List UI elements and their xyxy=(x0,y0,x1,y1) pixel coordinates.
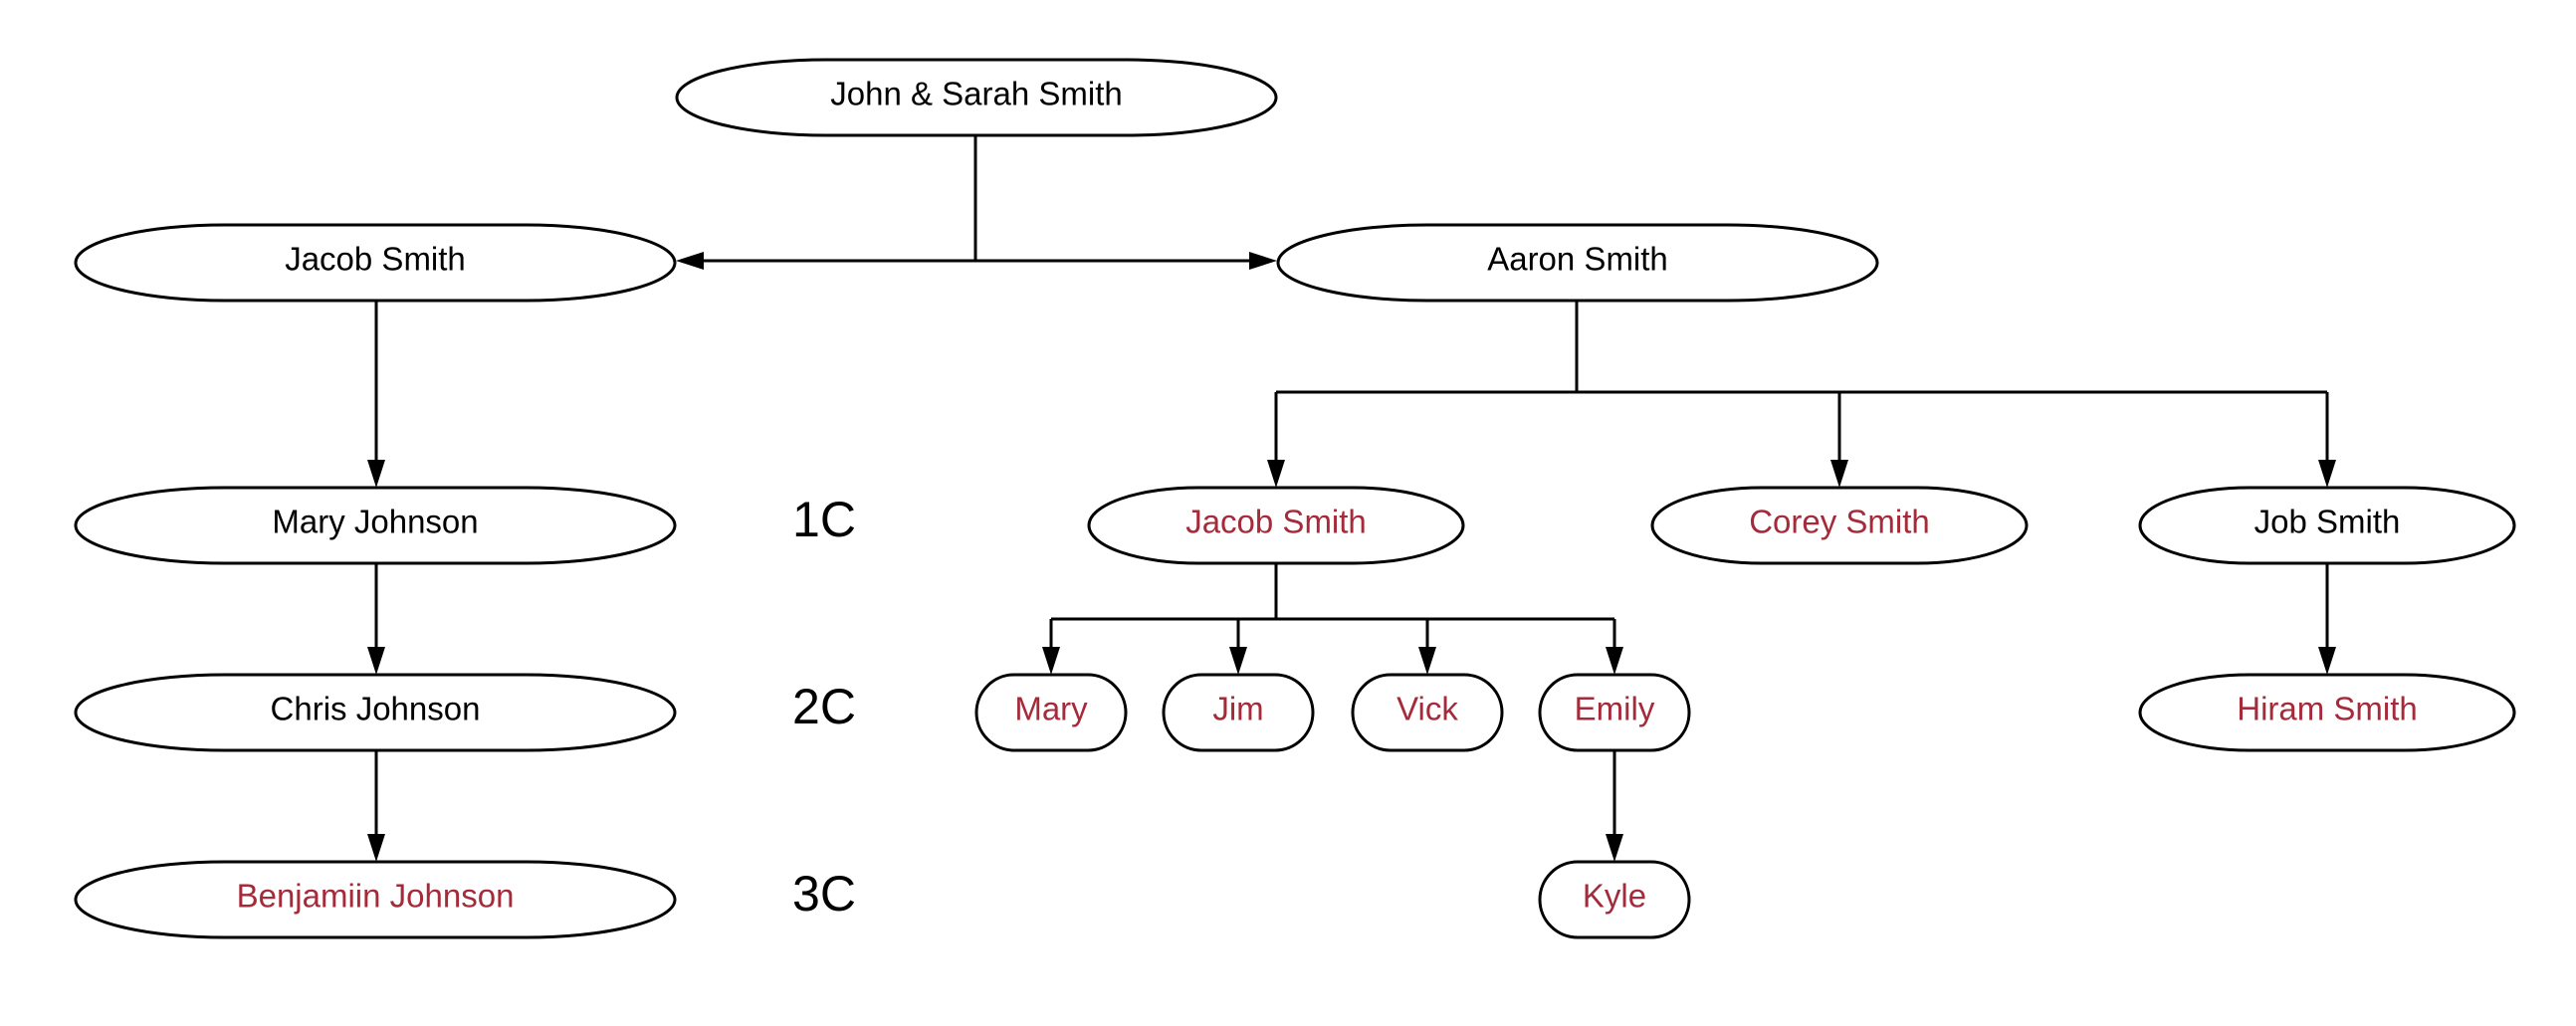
node-label: Mary xyxy=(1014,691,1088,727)
node-label: Vick xyxy=(1396,691,1458,727)
node-label: Job Smith xyxy=(2254,504,2401,540)
node-label: John & Sarah Smith xyxy=(830,76,1123,112)
node-mary: Mary xyxy=(974,673,1128,752)
arrowhead-to-kyle xyxy=(1606,834,1623,862)
node-vick: Vick xyxy=(1351,673,1504,752)
node-label: Mary Johnson xyxy=(272,504,478,540)
generation-label-1c: 1C xyxy=(792,492,856,547)
arrowhead-to-benjamin-johnson xyxy=(367,834,385,862)
node-chris-johnson: Chris Johnson xyxy=(74,673,677,752)
node-john-sarah-smith: John & Sarah Smith xyxy=(675,58,1278,137)
arrowhead-to-aaron xyxy=(1249,252,1277,270)
generation-label-2c: 2C xyxy=(792,679,856,734)
arrowhead-to-job xyxy=(2318,460,2336,488)
arrowhead-to-mary-johnson xyxy=(367,460,385,488)
arrowhead-to-chris-johnson xyxy=(367,647,385,675)
node-label: Jim xyxy=(1212,691,1263,727)
connector-jacob-right-children xyxy=(1049,563,1616,657)
node-corey-smith: Corey Smith xyxy=(1650,486,2029,565)
connector-aaron-children xyxy=(1274,301,2329,468)
node-benjamin-johnson: Benjamiin Johnson xyxy=(74,860,677,939)
node-label: Chris Johnson xyxy=(271,691,481,727)
node-label: Benjamiin Johnson xyxy=(237,878,515,915)
node-job-smith: Job Smith xyxy=(2138,486,2516,565)
arrowhead-to-jacob-left xyxy=(676,252,704,270)
connectors xyxy=(367,136,2336,862)
arrowhead-to-corey xyxy=(1830,460,1848,488)
node-label: Corey Smith xyxy=(1749,504,1930,540)
node-jacob-smith-left: Jacob Smith xyxy=(74,223,677,303)
arrowhead-to-emily xyxy=(1606,647,1623,675)
node-hiram-smith: Hiram Smith xyxy=(2138,673,2516,752)
connector-root-split xyxy=(697,136,1256,263)
node-label: Jacob Smith xyxy=(285,241,466,278)
generation-label-3c: 3C xyxy=(792,866,856,922)
node-mary-johnson: Mary Johnson xyxy=(74,486,677,565)
node-jim: Jim xyxy=(1162,673,1315,752)
node-emily: Emily xyxy=(1538,673,1691,752)
node-label: Aaron Smith xyxy=(1487,241,1668,278)
node-jacob-smith-right: Jacob Smith xyxy=(1087,486,1465,565)
arrowhead-to-vick xyxy=(1418,647,1436,675)
node-kyle: Kyle xyxy=(1538,860,1691,939)
arrowhead-to-jacob-right xyxy=(1267,460,1285,488)
arrowhead-to-jim xyxy=(1229,647,1247,675)
node-label: Kyle xyxy=(1583,878,1646,915)
node-label: Hiram Smith xyxy=(2237,691,2418,727)
arrowhead-to-hiram xyxy=(2318,647,2336,675)
node-label: Emily xyxy=(1575,691,1655,727)
arrowhead-to-mary xyxy=(1042,647,1060,675)
node-aaron-smith: Aaron Smith xyxy=(1276,223,1879,303)
node-label: Jacob Smith xyxy=(1185,504,1367,540)
